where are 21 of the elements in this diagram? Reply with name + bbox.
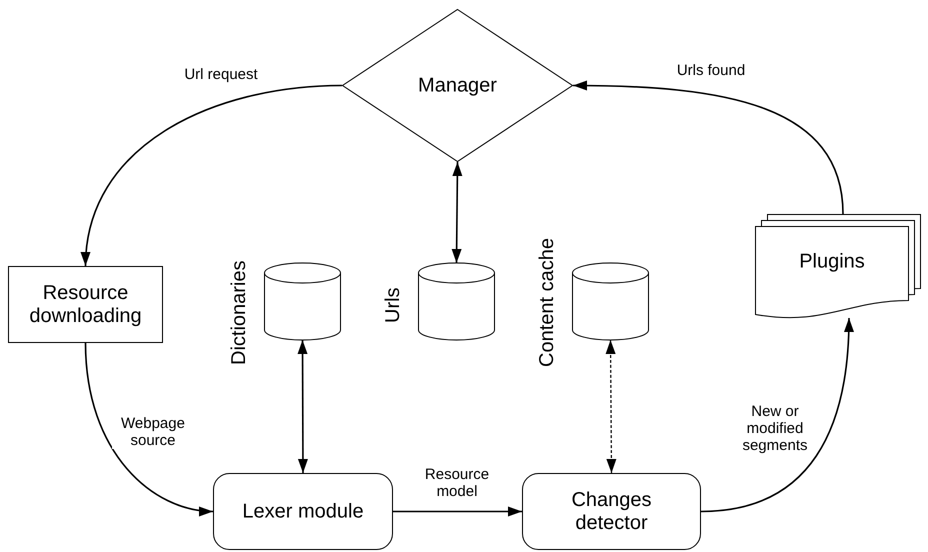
node-label: Manager: [417, 74, 498, 97]
arrow: [84, 342, 214, 516]
node-label: Resource downloading: [28, 282, 143, 328]
process-box: [213, 473, 393, 550]
database-label: Dictionaries: [228, 260, 250, 365]
node-label: Lexer module: [241, 500, 365, 523]
arrow: [298, 340, 308, 473]
arrow: [573, 80, 844, 214]
arrow: [606, 340, 616, 473]
arrow: [452, 162, 462, 263]
decision-diamond: [342, 9, 573, 162]
node-label: Changes detector: [570, 488, 653, 534]
arrow: [82, 84, 342, 266]
database-label: Urls: [382, 287, 404, 323]
node-label: Plugins: [798, 250, 866, 274]
arrow: [700, 318, 854, 512]
process-box: [8, 266, 163, 343]
database-label: Content cache: [536, 238, 558, 367]
arrow: [393, 506, 522, 516]
process-box: [522, 473, 701, 550]
document-stack: [755, 214, 921, 318]
